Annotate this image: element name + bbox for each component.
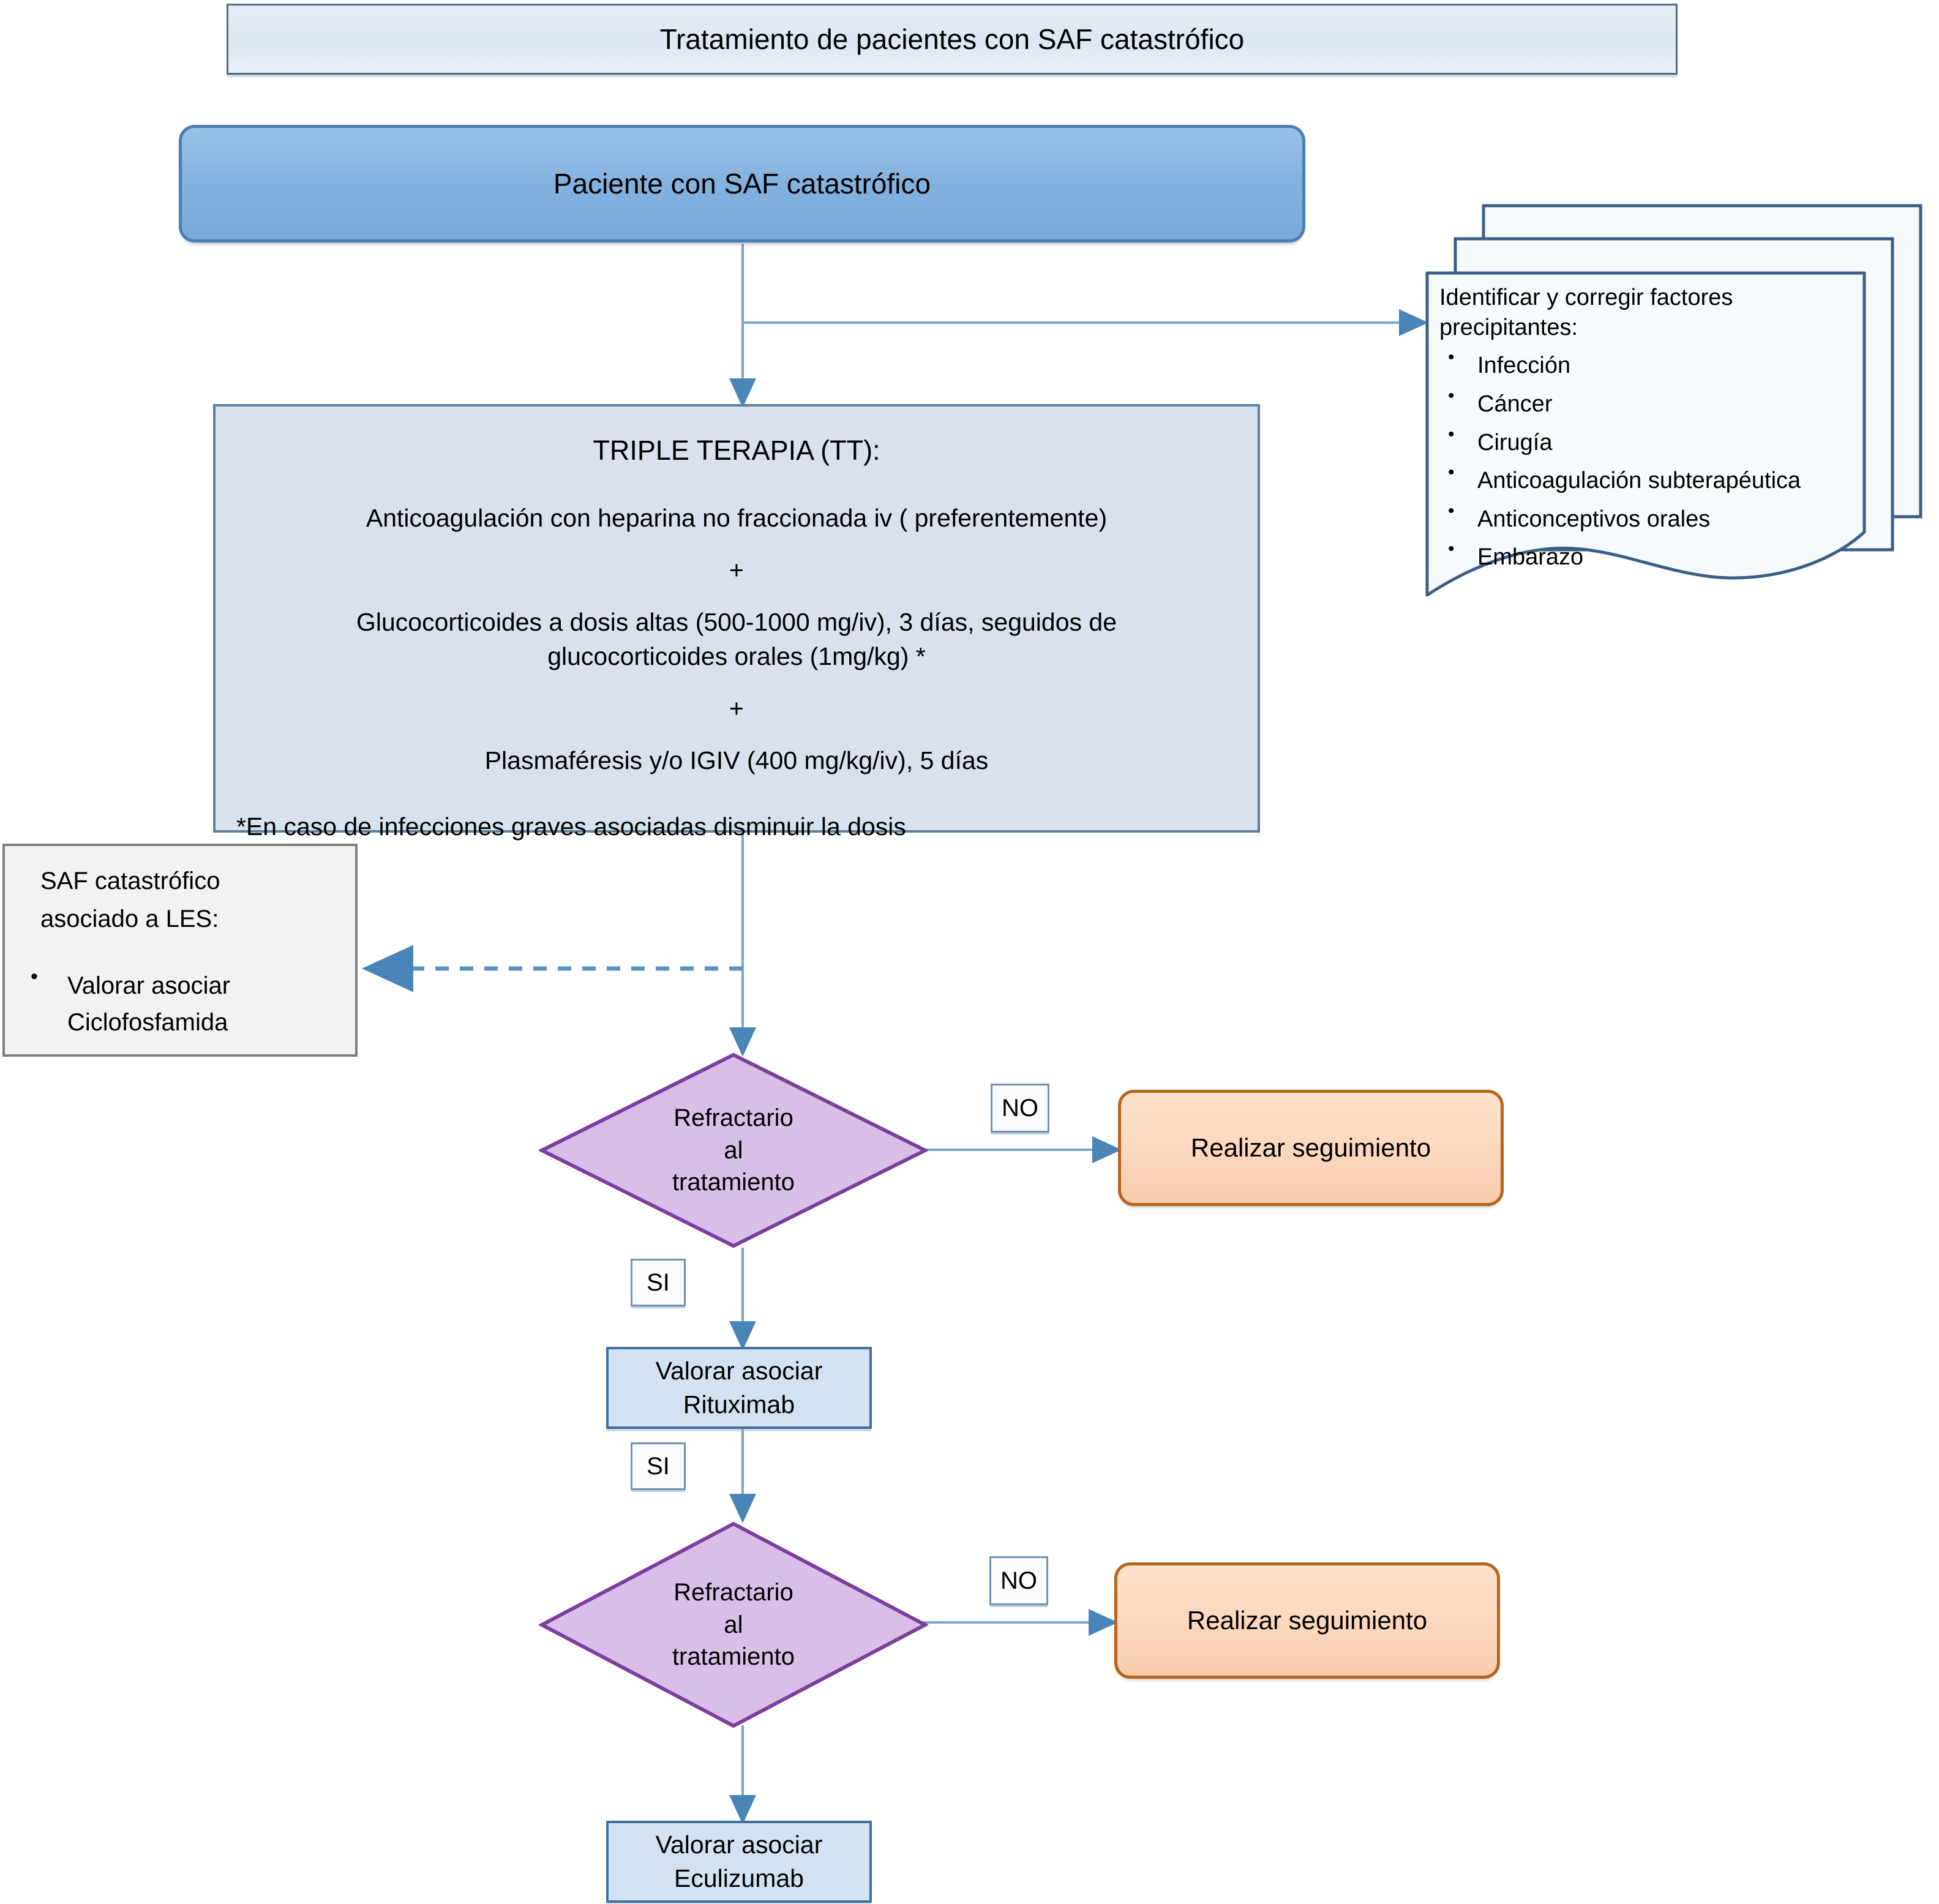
node-eculizumab-line-1: Valorar asociar: [655, 1830, 823, 1859]
decision-1-line-3: tratamiento: [672, 1169, 795, 1196]
node-eculizumab-line-2: Eculizumab: [674, 1864, 804, 1892]
diamond-shape: [539, 1521, 928, 1728]
edge-label-si-2-text: SI: [647, 1453, 670, 1480]
therapy-line-2a: Glucocorticoides a dosis altas (500-1000…: [356, 608, 1117, 637]
edge-label-si-2: SI: [631, 1442, 686, 1490]
decision-2-line-3: tratamiento: [672, 1643, 795, 1671]
decision-1-line-2: al: [724, 1136, 743, 1164]
edge-label-no-2-text: NO: [1000, 1567, 1037, 1594]
edge-label-no-1: NO: [991, 1084, 1049, 1133]
node-valorar-rituximab[interactable]: Valorar asociar Rituximab: [606, 1347, 872, 1429]
edge-label-si-1: SI: [631, 1259, 686, 1306]
decision-2-label: Refractario al tratamiento: [539, 1521, 928, 1729]
node-realizar-seguimiento-2-label: Realizar seguimiento: [1187, 1605, 1428, 1635]
les-item-list: Valorar asociar Ciclofosfamida: [20, 961, 349, 1041]
node-rituximab-line-1: Valorar asociar: [655, 1356, 823, 1385]
node-realizar-seguimiento-1-label: Realizar seguimiento: [1190, 1133, 1431, 1162]
therapy-line-1: Anticoagulación con heparina no fraccion…: [366, 503, 1108, 532]
decision-refractario-1[interactable]: Refractario al tratamiento: [539, 1052, 928, 1249]
therapy-footnote: *En caso de infecciones graves asociadas…: [236, 812, 906, 841]
note-item: Infección: [1439, 346, 1862, 381]
decision-1-line-1: Refractario: [673, 1104, 793, 1131]
therapy-line-3: Plasmaféresis y/o IGIV (400 mg/kg/iv), 5…: [484, 746, 989, 775]
chart-title-text: Tratamiento de pacientes con SAF catastr…: [659, 23, 1245, 55]
note-body: Identificar y corregir factores precipit…: [1439, 283, 1862, 581]
note-item: Cáncer: [1439, 384, 1862, 419]
note-item: Anticonceptivos orales: [1439, 500, 1862, 534]
therapy-line-2b: glucocorticoides orales (1mg/kg) *: [547, 642, 926, 670]
note-item: Anticoagulación subterapéutica: [1439, 461, 1862, 496]
edge-label-no-1-text: NO: [1002, 1095, 1038, 1122]
edge-label-no-2: NO: [989, 1556, 1048, 1605]
therapy-plus-2: +: [729, 694, 744, 723]
edge-label-si-1-text: SI: [647, 1269, 670, 1296]
note-item-list: Infección Cáncer Cirugía Anticoagulación…: [1439, 346, 1862, 572]
les-item: Valorar asociar Ciclofosfamida: [20, 961, 349, 1041]
note-factores-precipitantes: Identificar y corregir factores precipit…: [1423, 198, 1926, 602]
decision-1-label: Refractario al tratamiento: [539, 1052, 928, 1249]
note-heading: Identificar y corregir factores precipit…: [1439, 285, 1733, 340]
chart-title-banner: Tratamiento de pacientes con SAF catastr…: [227, 4, 1678, 75]
node-triple-terapia[interactable]: TRIPLE TERAPIA (TT): Anticoagulación con…: [213, 404, 1260, 841]
node-realizar-seguimiento-1[interactable]: Realizar seguimiento: [1118, 1090, 1504, 1206]
node-paciente-label: Paciente con SAF catastrófico: [553, 167, 931, 200]
therapy-title: TRIPLE TERAPIA (TT):: [593, 435, 880, 466]
les-heading-line-2: asociado a LES:: [40, 905, 219, 932]
les-heading-line-1: SAF catastrófico: [40, 868, 220, 894]
node-realizar-seguimiento-2[interactable]: Realizar seguimiento: [1114, 1562, 1500, 1679]
node-paciente-saf[interactable]: Paciente con SAF catastrófico: [179, 125, 1305, 242]
decision-refractario-2[interactable]: Refractario al tratamiento: [539, 1521, 928, 1729]
diamond-shape: [539, 1052, 928, 1248]
note-item: Embarazo: [1439, 538, 1862, 572]
therapy-plus-1: +: [729, 556, 744, 585]
decision-2-line-2: al: [724, 1611, 743, 1638]
decision-2-line-1: Refractario: [673, 1578, 793, 1606]
node-rituximab-line-2: Rituximab: [683, 1390, 795, 1419]
node-valorar-eculizumab[interactable]: Valorar asociar Eculizumab: [606, 1821, 872, 1903]
note-saf-asociado-les: SAF catastrófico asociado a LES: Valorar…: [2, 844, 358, 1057]
note-item: Cirugía: [1439, 423, 1862, 458]
